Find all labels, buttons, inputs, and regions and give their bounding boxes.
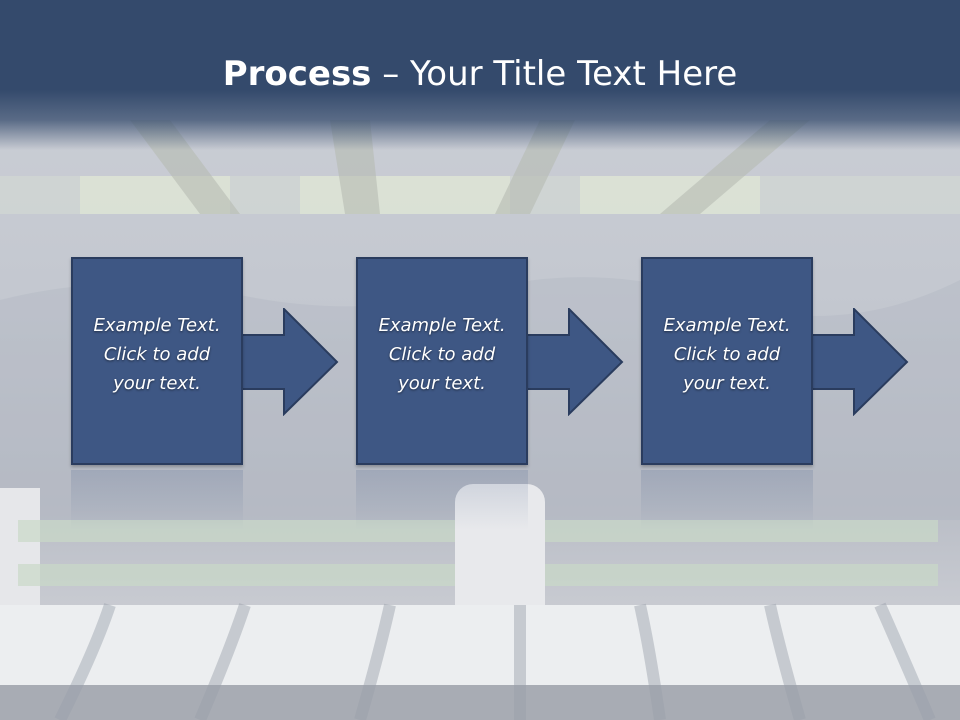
step-1-reflection [71, 470, 243, 530]
slide-title[interactable]: Process – Your Title Text Here [0, 52, 960, 96]
step-2-line-2: Click to add [388, 344, 496, 365]
step-2-line-3: your text. [398, 373, 486, 394]
step-3-box[interactable]: Example Text. Click to add your text. [641, 257, 813, 465]
step-2-line-1: Example Text. [378, 315, 506, 336]
step-2-text[interactable]: Example Text. Click to add your text. [358, 311, 526, 398]
step-3-text[interactable]: Example Text. Click to add your text. [643, 311, 811, 398]
step-3-reflection [641, 470, 813, 530]
step-2-box[interactable]: Example Text. Click to add your text. [356, 257, 528, 465]
step-1-arrow-icon [240, 308, 339, 416]
title-rest: – Your Title Text Here [371, 54, 738, 94]
title-band [0, 0, 960, 150]
step-1-line-3: your text. [113, 373, 201, 394]
step-3-line-2: Click to add [673, 344, 781, 365]
step-3-line-3: your text. [683, 373, 771, 394]
title-bold: Process [222, 54, 372, 94]
step-2-arrow-icon [525, 308, 624, 416]
step-1-line-1: Example Text. [93, 315, 221, 336]
step-1-text[interactable]: Example Text. Click to add your text. [73, 311, 241, 398]
step-1-box[interactable]: Example Text. Click to add your text. [71, 257, 243, 465]
step-2-reflection [356, 470, 528, 530]
step-1-line-2: Click to add [103, 344, 211, 365]
step-3-line-1: Example Text. [663, 315, 791, 336]
step-3-arrow-icon [810, 308, 909, 416]
